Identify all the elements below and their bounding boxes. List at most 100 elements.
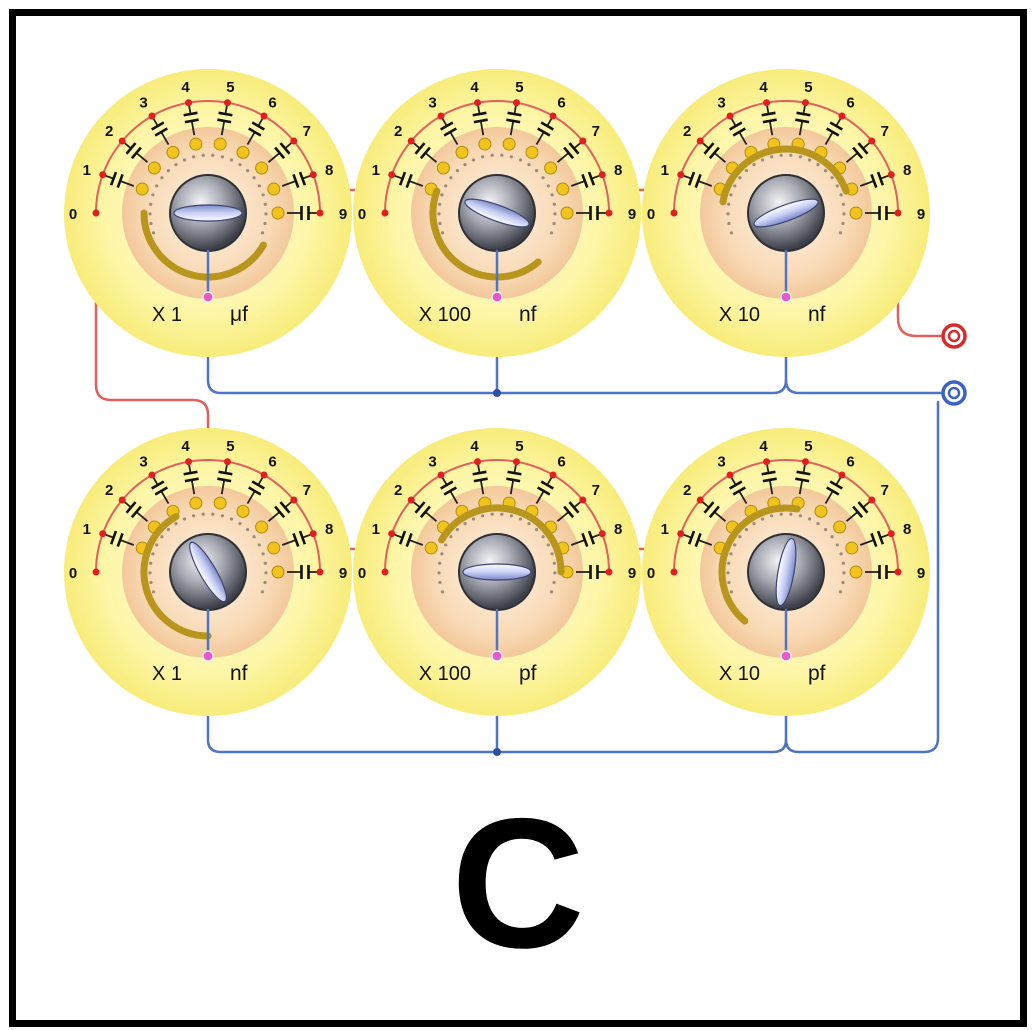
capacitor-symbol-icon — [217, 99, 233, 136]
multiplier-label: X 1 — [152, 304, 182, 326]
detent-dot — [149, 580, 153, 585]
detent-dot — [455, 528, 460, 532]
detent-dot — [744, 169, 749, 173]
step-label: 7 — [881, 482, 889, 499]
knob-pointer — [753, 198, 819, 228]
detent-dot — [738, 535, 742, 539]
detent-dot — [151, 552, 155, 556]
detent-dot — [752, 522, 756, 526]
detent-dot — [440, 193, 444, 197]
step-label: 6 — [846, 453, 854, 470]
junction-dot — [493, 389, 501, 397]
switch-contact — [525, 145, 539, 159]
step-label: 0 — [69, 206, 77, 223]
rotary-knob-icon[interactable] — [458, 174, 536, 252]
tap-dot — [598, 171, 606, 179]
step-label: 8 — [614, 521, 622, 538]
capacitor-symbol-icon — [281, 530, 317, 548]
unit-label: pf — [519, 662, 537, 685]
tap-dot — [579, 137, 587, 145]
wiper-arm — [429, 187, 542, 281]
rotary-knob-icon[interactable] — [169, 174, 247, 252]
detent-dot — [481, 514, 485, 518]
detent-dot — [527, 163, 531, 167]
step-label: 6 — [268, 94, 276, 111]
detent-dot — [816, 163, 820, 167]
tap-dot — [474, 458, 482, 466]
tap-dot — [388, 171, 396, 179]
detent-dot — [509, 155, 513, 159]
multiplier-label: X 100 — [419, 663, 471, 685]
step-label: 2 — [105, 123, 113, 140]
capacitor-symbol-icon — [824, 471, 845, 505]
tap-dot — [801, 99, 809, 107]
detent-dot — [211, 512, 215, 516]
common-contact — [491, 650, 503, 662]
step-label: 8 — [903, 521, 911, 538]
detent-dot — [252, 535, 256, 539]
detent-dot — [440, 231, 445, 235]
detent-dot — [149, 221, 153, 226]
unit-label: nf — [808, 303, 826, 326]
step-label: 3 — [717, 94, 725, 111]
rotary-knob-icon[interactable] — [747, 174, 825, 252]
detent-dot — [229, 517, 234, 521]
detent-dot — [264, 212, 268, 216]
detent-dot — [500, 153, 504, 157]
detent-dot — [449, 535, 453, 539]
common-wire-return — [784, 400, 940, 754]
step-label: 2 — [105, 482, 113, 499]
switch-contact — [166, 145, 180, 159]
detent-dot — [463, 522, 467, 526]
rotary-knob-icon[interactable] — [458, 533, 536, 611]
multiplier-label: X 10 — [719, 304, 760, 326]
detent-dot — [546, 184, 550, 188]
rotary-knob-icon[interactable] — [169, 533, 247, 611]
tap-dot — [407, 137, 415, 145]
tap-dot — [512, 99, 520, 107]
switch-contact — [502, 137, 516, 151]
rotary-knob-icon[interactable] — [747, 533, 825, 611]
detent-dot — [455, 169, 460, 173]
step-label: 3 — [139, 94, 147, 111]
detent-dot — [729, 590, 734, 594]
step-label: 1 — [83, 521, 91, 538]
detent-dot — [245, 528, 250, 532]
terminal-red[interactable] — [941, 323, 967, 349]
switch-contact — [147, 161, 161, 175]
tap-dot — [894, 568, 902, 576]
switch-contact — [271, 206, 285, 220]
tap-dot — [92, 209, 100, 217]
multiplier-label: X 10 — [719, 663, 760, 685]
tap-dot — [512, 458, 520, 466]
detent-dot — [842, 571, 846, 575]
switch-contact — [424, 541, 438, 555]
step-label: 0 — [647, 565, 655, 582]
detent-dot — [438, 580, 442, 585]
detent-dot — [842, 212, 846, 216]
detent-dot — [182, 158, 187, 162]
detent-dot — [841, 221, 845, 226]
tap-dot — [118, 496, 126, 504]
detent-dot — [727, 561, 731, 565]
detent-dot — [726, 212, 730, 216]
step-label: 8 — [614, 162, 622, 179]
detent-dot — [838, 590, 843, 594]
wiper-arm — [719, 145, 850, 206]
detent-dot — [490, 153, 494, 157]
common-wire-to-terminal — [784, 378, 944, 395]
detent-dot — [816, 522, 820, 526]
terminal-blue[interactable] — [941, 380, 967, 406]
tap-dot — [838, 112, 846, 120]
detent-dot — [839, 193, 843, 197]
step-label: 0 — [358, 565, 366, 582]
detent-dot — [823, 169, 828, 173]
tap-dot — [290, 496, 298, 504]
